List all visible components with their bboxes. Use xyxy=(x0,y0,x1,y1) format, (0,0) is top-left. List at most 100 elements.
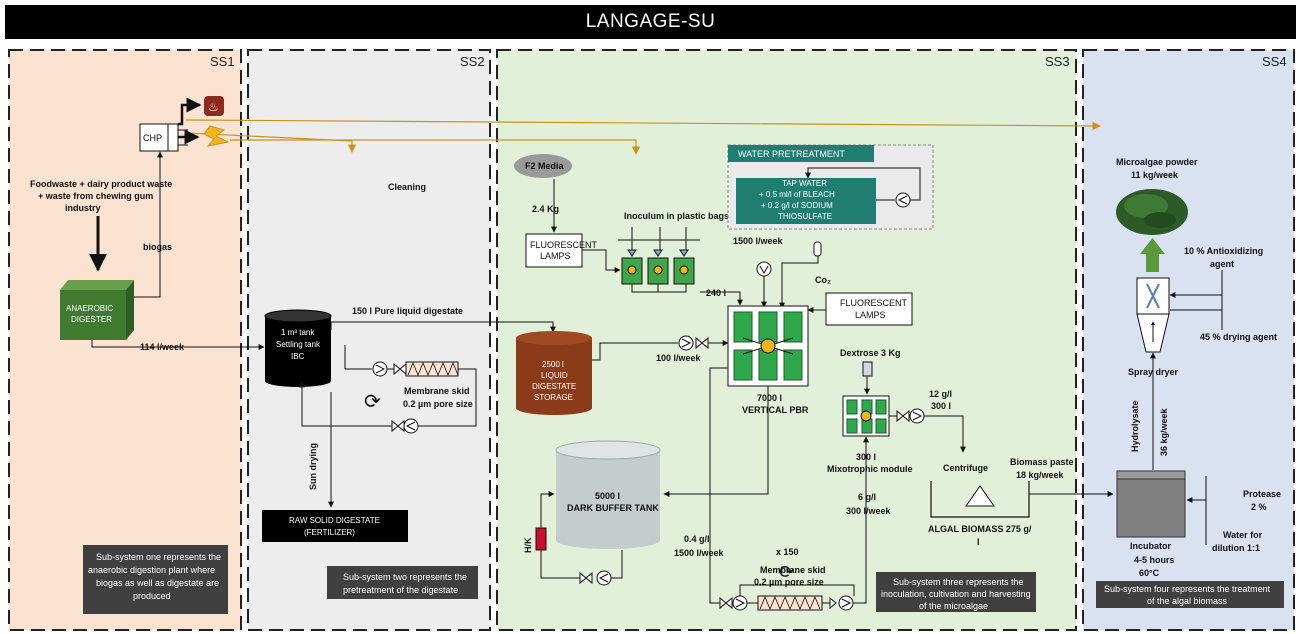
settling-tank xyxy=(265,316,331,381)
chp-output xyxy=(167,123,179,152)
ss4-content: Microalgae powder 11 kg/week 10 % Antiox… xyxy=(1096,157,1284,608)
recycle-icon: ⟳ xyxy=(364,391,381,413)
incubator-label-2: 4-5 hours xyxy=(1134,555,1175,565)
sun-drying-label: Sun drying xyxy=(308,443,318,490)
flow-04-label-1: 0.4 g/l xyxy=(684,534,710,544)
dark-buffer-tank xyxy=(556,450,660,540)
storage-label-3: DIGESTATE xyxy=(532,382,576,391)
tank-label-1: 1 m³ tank xyxy=(281,328,315,337)
ss1-label: SS1 xyxy=(210,54,235,69)
raw-solid-label-2: (FERTILIZER) xyxy=(304,528,355,537)
ss4-label: SS4 xyxy=(1262,54,1287,69)
tank-label-2: Settling tank xyxy=(276,340,321,349)
antioxidizing-label-2: agent xyxy=(1210,259,1234,269)
antioxidizing-label-1: 10 % Antioxidizing xyxy=(1184,246,1263,256)
svg-text:♨: ♨ xyxy=(208,100,219,114)
membrane-ss3-label-2: 0.2 µm pore size xyxy=(754,577,824,587)
x150-label: x 150 xyxy=(776,547,799,557)
ss3-content: F2 Media 2.4 Kg FLUORESCENT LAMPS Inocul… xyxy=(514,144,1114,612)
hydrolysate-label: Hydrolysate xyxy=(1130,400,1140,452)
incubator xyxy=(1116,470,1186,538)
ss4-desc-2: of the algal biomass xyxy=(1147,596,1228,606)
ss3-label: SS3 xyxy=(1045,54,1070,69)
protease-label-2: 2 % xyxy=(1251,502,1267,512)
vol-240-label: 240 l xyxy=(706,288,726,298)
ss2-desc-2: pretreatment of the digestate xyxy=(343,585,458,595)
digester-label-1: ANAEROBIC xyxy=(66,304,113,313)
ss4-description-box xyxy=(1096,581,1284,608)
co2-cylinder xyxy=(813,241,822,257)
mixo-conc-label-2: 300 l xyxy=(931,401,951,411)
tap-water-label-3: + 0.2 g/l of SODIUM xyxy=(761,201,833,210)
lamps-right-label-1: FLUORESCENT xyxy=(840,298,908,308)
water-pretreatment-label: WATER PRETREATMENT xyxy=(738,149,845,159)
water-dilution-label-2: dilution 1:1 xyxy=(1212,543,1260,553)
dextrose-feeder xyxy=(862,361,873,377)
ss2-label: SS2 xyxy=(460,54,485,69)
energy-lines xyxy=(185,119,1101,155)
lamps-left-label-1: FLUORESCENT xyxy=(530,240,598,250)
ss3-desc-3: of the microalgae xyxy=(919,601,988,611)
tap-water-label-4: THIOSULFATE xyxy=(778,212,832,221)
algal-biomass-container xyxy=(930,481,1030,518)
membrane-ss3-label-1: Membrane skid xyxy=(760,565,826,575)
membrane-label-1: Membrane skid xyxy=(404,386,470,396)
pbr-label-2: VERTICAL PBR xyxy=(742,405,809,415)
biogas-label: biogas xyxy=(143,242,172,252)
powder-label-2: 11 kg/week xyxy=(1131,170,1179,180)
ss3-desc-1: Sub-system three represents the xyxy=(893,577,1024,587)
tank-label-3: IBC xyxy=(291,352,305,361)
flow-digestate-label: 114 l/week xyxy=(140,342,185,352)
flow-100-label: 100 l/week xyxy=(656,353,702,363)
water-dilution-label-1: Water for xyxy=(1223,530,1263,540)
flow-04-label-2: 1500 l/week xyxy=(674,548,725,558)
ss1-content: CHP ♨ Foodwaste + dairy product waste + … xyxy=(30,96,265,614)
ss1-desc-4: produced xyxy=(133,591,171,601)
flow-6-label-1: 6 g/l xyxy=(858,492,876,502)
anaerobic-digester xyxy=(60,290,126,340)
digester-label-2: DIGESTER xyxy=(71,315,112,324)
lamps-right-label-2: LAMPS xyxy=(855,310,886,320)
ss2-content: Cleaning 1 m³ tank Settling tank IBC 150… xyxy=(262,182,556,599)
dextrose-label: Dextrose 3 Kg xyxy=(840,348,901,358)
tap-water-box xyxy=(736,178,876,224)
powder-label-1: Microalgae powder xyxy=(1116,157,1198,167)
biomass-paste-label-1: Biomass paste xyxy=(1010,457,1074,467)
ss3-description-box xyxy=(876,572,1036,612)
liquid-digestate-storage xyxy=(516,338,592,408)
tap-water-label-2: + 0.5 ml/l of BLEACH xyxy=(759,190,835,199)
storage-label-2: LIQUID xyxy=(541,371,568,380)
biomass-paste-label-2: 18 kg/week xyxy=(1016,470,1065,480)
raw-solid-label-1: RAW SOLID DIGESTATE xyxy=(289,516,380,525)
inoculum-bags xyxy=(621,249,695,285)
f2-media-label: F2 Media xyxy=(525,161,565,171)
storage-label-1: 2500 l xyxy=(542,360,564,369)
flow-36-label: 36 kg/week xyxy=(1159,407,1169,456)
centrifuge-label: Centrifuge xyxy=(943,463,988,473)
algal-biomass-label-2: l xyxy=(977,537,980,547)
f2-media xyxy=(514,154,572,178)
ss1-description-box xyxy=(83,545,228,614)
protease-label-1: Protease xyxy=(1243,489,1281,499)
ss2-description-box xyxy=(327,566,478,599)
feed-label-2: + waste from chewing gum xyxy=(38,191,153,201)
ss2-desc-1: Sub-system two represents the xyxy=(343,572,467,582)
mixotrophic-label-1: 300 l xyxy=(856,452,876,462)
f2-mass-label: 2.4 Kg xyxy=(532,204,559,214)
ss3-desc-2: inoculation, cultivation and harvesting xyxy=(881,589,1031,599)
flow-water-label: 1500 l/week xyxy=(733,236,784,246)
lamps-right xyxy=(825,292,913,326)
feed-label-1: Foodwaste + dairy product waste xyxy=(30,179,172,189)
buffer-label-1: 5000 l xyxy=(595,491,620,501)
ss4-desc-1: Sub-system four represents the treatment xyxy=(1104,584,1271,594)
storage-label-4: STORAGE xyxy=(534,393,573,402)
algal-biomass-label-1: ALGAL BIOMASS 275 g/ xyxy=(928,524,1032,534)
cleaning-label: Cleaning xyxy=(388,182,426,192)
mixo-conc-label-1: 12 g/l xyxy=(929,389,952,399)
flow-6-label-2: 300 l/week xyxy=(846,506,892,516)
tap-water-label-1: TAP WATER xyxy=(782,179,827,188)
hk-label: H/K xyxy=(523,537,533,553)
heat-icon xyxy=(204,96,224,116)
lamps-left-label-2: LAMPS xyxy=(540,251,571,261)
